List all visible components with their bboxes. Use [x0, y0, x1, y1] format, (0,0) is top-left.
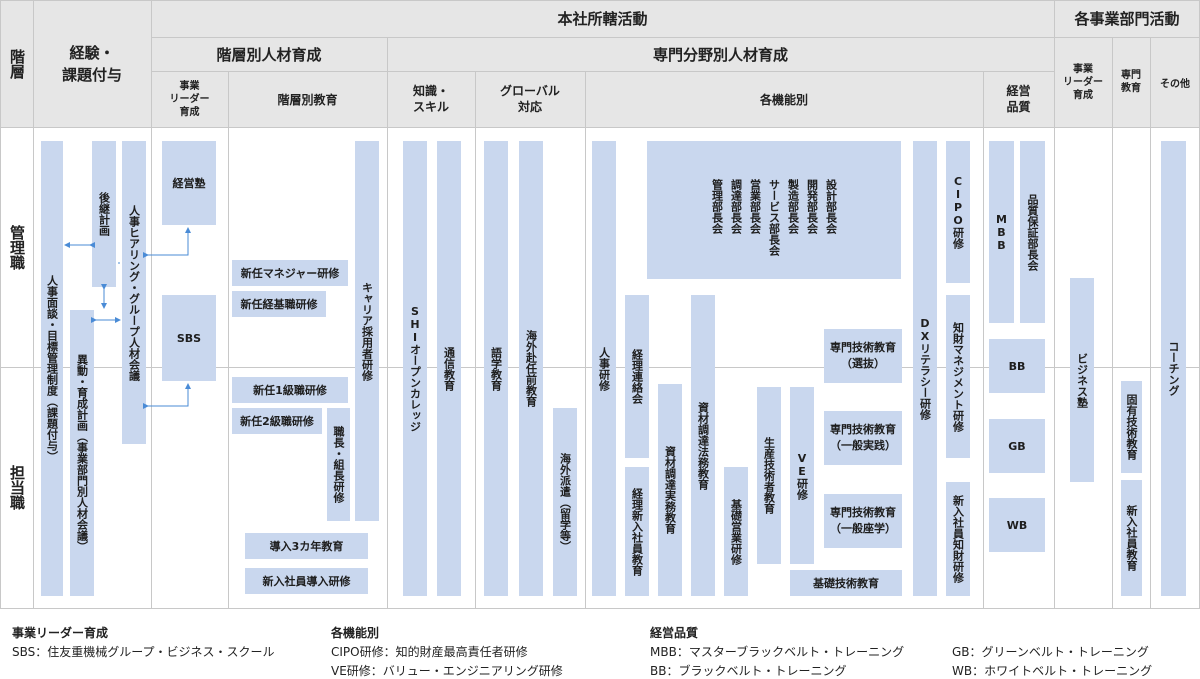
grid-line	[0, 0, 1200, 1]
bar-business-juku: ビジネス塾	[1070, 278, 1094, 482]
bar-shokucho: 職長・組長研修	[327, 408, 350, 521]
bar-shi-open: SHIオープンカレッジ	[403, 141, 427, 596]
bar-bucho-group: 設計部長会 開発部長会 製造部長会 サービス部長会 営業部長会 調達部長会 管理…	[647, 141, 901, 279]
legend-col3-line1: MBB：マスターブラックベルト・トレーニング	[650, 645, 905, 659]
grid-line	[151, 37, 1200, 38]
bar-shinnyu-donyu: 新入社員導入研修	[245, 568, 368, 594]
bar-sbs: SBS	[162, 295, 216, 381]
header-senmon: 専門分野別人材育成	[387, 37, 1054, 71]
bar-ido: 異動・育成計画（事業部門別人材会議）	[70, 310, 94, 596]
header-kakujigyo: 各事業部門活動	[1054, 0, 1200, 37]
grid-line	[0, 608, 1200, 609]
legend-col2-title: 各機能別	[331, 626, 380, 640]
bar-ve-kenshu: VE研修	[790, 387, 814, 564]
bar-keiri-renraku: 経理連絡会	[625, 295, 649, 458]
bar-jinji-mendan: 人事面談・目標管理制度（課題付与）	[41, 141, 63, 596]
legend-col4-line2: WB：ホワイトベルト・トレーニング	[952, 664, 1153, 678]
bar-wb: WB	[989, 498, 1045, 552]
bar-senmon-zagaku: 専門技術教育 （一般座学）	[824, 494, 902, 548]
bar-jinji-kenshu: 人事研修	[592, 141, 616, 596]
arrow-hearing-keieijuku	[143, 227, 191, 258]
legend-col1-title: 事業リーダー育成	[12, 626, 109, 640]
bar-seisan-gijutsu: 生産技術者教育	[757, 387, 781, 564]
bar-shinnin1: 新任1級職研修	[232, 377, 348, 403]
bar-kokei: 後継計画	[92, 141, 116, 287]
row-label-kanri: 管理職	[8, 224, 26, 270]
grid-line	[1150, 37, 1151, 608]
bar-shinnin-manager: 新任マネジャー研修	[232, 260, 348, 286]
header-sonota: その他	[1150, 37, 1200, 127]
bar-coaching: コーチング	[1161, 141, 1186, 596]
grid-line	[0, 0, 1, 608]
legend-col2-line1: CIPO研修：知的財産最高責任者研修	[331, 645, 528, 659]
bar-shinnin-keiki: 新任経基職研修	[232, 291, 326, 317]
bar-tsushin: 通信教育	[437, 141, 461, 596]
grid-line	[1054, 0, 1055, 608]
legend-col3-line2: BB：ブラックベルト・トレーニング	[650, 664, 847, 678]
bar-mbb: MBB	[989, 141, 1014, 323]
header-keiken: 経験・ 課題付与	[33, 0, 151, 127]
bar-senmon-jissen: 専門技術教育 （一般実践）	[824, 411, 902, 465]
bar-shizai-jitsumu: 資材調達実務教育	[658, 384, 682, 596]
legend-col2-line2: VE研修：バリュー・エンジニアリング研修	[331, 664, 563, 678]
header-keiei-hinshitsu: 経営 品質	[983, 71, 1054, 127]
bar-kaigai-haken: 海外派遣（留学等）	[553, 408, 577, 596]
bar-hinshitsu-bucho: 品質保証部長会	[1020, 141, 1045, 323]
bar-cipo: CIPO研修	[946, 141, 970, 283]
legend-col4-line1: GB：グリーンベルト・トレーニング	[952, 645, 1149, 659]
bucho-service: サービス部長会	[767, 179, 781, 256]
grid-line	[228, 71, 229, 608]
bar-gb: GB	[989, 419, 1045, 473]
grid-line	[585, 71, 586, 608]
bar-keiri-shinnyu: 経理新入社員教育	[625, 467, 649, 596]
bar-kiso-eigyo: 基礎営業研修	[724, 467, 748, 596]
header-senmon-kyoiku: 専門 教育	[1112, 37, 1150, 127]
header-chishiki: 知識・ スキル	[387, 71, 475, 127]
row-label-tanto: 担当職	[8, 465, 26, 510]
header-kaiso: 階層	[0, 0, 33, 127]
bucho-eigyo: 営業部長会	[748, 179, 762, 234]
legend-col1-line1: SBS：住友重機械グループ・ビジネス・スクール	[12, 645, 275, 659]
bar-chizai-management: 知財マネジメント研修	[946, 295, 970, 458]
bar-bb: BB	[989, 339, 1045, 393]
legend-col3-title: 経営品質	[650, 626, 699, 640]
bucho-seizo: 製造部長会	[786, 179, 800, 234]
header-global: グローバル 対応	[475, 71, 585, 127]
header-jigyo-leader-2: 事業 リーダー 育成	[1054, 37, 1112, 127]
grid-line	[33, 0, 34, 608]
bar-shizai-homu: 資材調達法務教育	[691, 295, 715, 596]
grid-line	[475, 71, 476, 608]
grid-line	[1112, 37, 1113, 608]
grid-line	[387, 37, 388, 608]
bar-gogaku: 語学教育	[484, 141, 508, 596]
bar-shinnyu-kyoiku: 新入社員教育	[1121, 480, 1142, 596]
bucho-kanri: 管理部長会	[710, 179, 724, 234]
bucho-sekkei: 設計部長会	[824, 179, 838, 234]
header-honsha: 本社所轄活動	[151, 0, 1054, 37]
bar-kiso-gijutsu: 基礎技術教育	[790, 570, 902, 596]
grid-line	[151, 0, 152, 608]
bucho-kaihatsu: 開発部長会	[805, 179, 819, 234]
bar-koyu-gijutsu: 固有技術教育	[1121, 381, 1142, 473]
arrow-hearing-sbs	[143, 383, 191, 409]
grid-line	[0, 127, 1200, 128]
bar-jinji-hearing: 人事ヒアリング・グループ人材会議	[122, 141, 146, 444]
bar-keieijuku: 経営塾	[162, 141, 216, 225]
header-kaisobetsu: 階層別人材育成	[151, 37, 387, 71]
bar-donyu3: 導入3カ年教育	[245, 533, 368, 559]
bucho-chotatsu: 調達部長会	[729, 179, 743, 234]
bar-shinnin2: 新任2級職研修	[232, 408, 322, 434]
bar-shinnyu-chizai: 新入社員知財研修	[946, 482, 970, 596]
grid-line	[983, 71, 984, 608]
bar-senmon-senbatsu: 専門技術教育 （選抜）	[824, 329, 902, 383]
bar-kaigai-funin: 海外赴任前教育	[519, 141, 543, 596]
bar-career: キャリア採用者研修	[355, 141, 379, 521]
bar-dx: DXリテラシー研修	[913, 141, 937, 596]
header-kaisobetsu-kyoiku: 階層別教育	[228, 71, 387, 127]
grid-line	[151, 71, 1054, 72]
header-jigyo-leader: 事業 リーダー 育成	[151, 71, 228, 127]
header-kakukino: 各機能別	[585, 71, 983, 127]
